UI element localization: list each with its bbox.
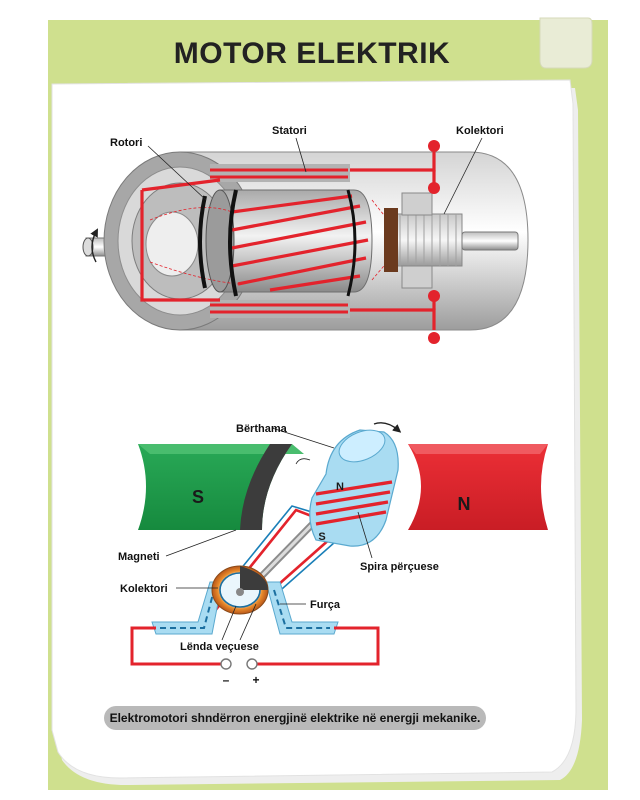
label-collector-bottom: Kolektori [120,583,168,595]
terminal-dot [428,332,440,344]
rotor-windings [231,194,369,292]
shaft-end [82,237,94,257]
core-edge [295,458,311,465]
label-magnet: Magneti [118,551,160,563]
pole-label-south: S [192,487,204,507]
terminal-negative-icon [220,658,232,670]
rotor-face [205,189,235,293]
commutator-axle [236,588,244,596]
label-core: Bërthama [236,423,288,435]
leader-collector [443,137,483,215]
brush-bottom [401,265,433,289]
label-brush: Furça [310,599,341,611]
magnet-north-top [408,444,548,454]
core-top-face [338,429,386,463]
stator-top-band [210,164,350,182]
leader-rotor [147,145,207,201]
terminal-positive-icon [246,658,258,670]
terminal-negative-label: – [223,673,230,687]
motor-principle-diagram: S N N S [118,422,548,687]
leader-core [271,427,335,449]
bearing [145,211,199,277]
corner-curl [539,17,593,69]
core-pole-north: N [336,481,344,493]
core-pole-south: S [318,531,325,543]
brush-right [265,581,339,635]
label-insulator: Lënda veçuese [180,641,259,653]
terminal-positive-label: + [252,673,259,687]
caption-text: Elektromotori shndërron energjinë elektr… [110,711,481,725]
label-coil: Spira përçuese [360,561,439,573]
stator-bottom-band [210,300,350,318]
label-stator: Statori [272,125,307,137]
motor-cutaway-diagram: Rotori Statori Kolektori [82,125,529,344]
rotation-arrow-icon-bottom [373,422,402,433]
brush-top [401,192,433,216]
pole-label-north: N [458,494,471,514]
label-rotor: Rotori [110,137,142,149]
label-collector-top: Kolektori [456,125,504,137]
magnet-north [408,444,548,530]
rotor-body [219,189,373,293]
page-title: MOTOR ELEKTRIK [174,37,450,70]
leader-insulator [239,603,257,641]
caption-bar [104,706,486,730]
external-circuit-bottom [130,626,380,666]
leader-insulator [221,605,237,641]
terminal-dot [428,182,440,194]
clamp [228,189,238,297]
coil-windings [315,480,393,526]
leader-magnet [165,529,237,557]
shaft-right [461,231,519,251]
clamp [346,189,357,297]
external-circuit [140,152,436,330]
magnet-south-top [138,444,304,454]
clamp [198,195,207,289]
terminal-dot [428,290,440,302]
rotation-arrow-icon [90,228,98,263]
terminal-dot [428,140,440,152]
commutator-gap [240,566,268,590]
collector-segments [399,214,457,266]
magnet-south-pole-face [240,444,292,530]
collector-drum [391,213,463,267]
collector-ring [384,208,398,272]
leader-stator [295,137,307,173]
leader-coil [357,511,373,559]
